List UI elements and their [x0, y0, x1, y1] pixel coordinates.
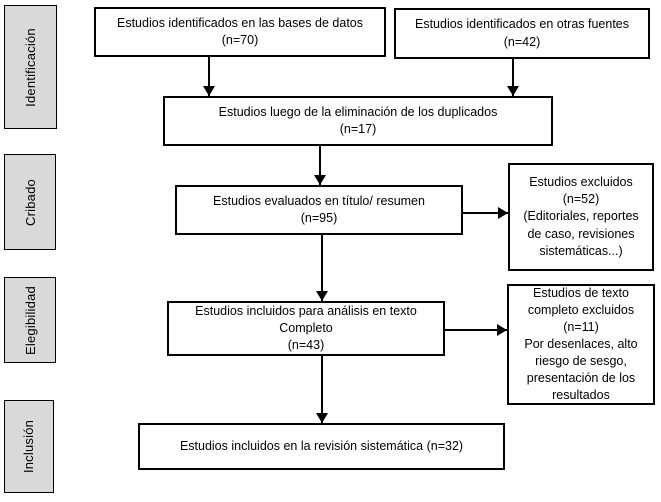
stage-elegibilidad: Elegibilidad: [4, 277, 56, 363]
box-included-review-text: Estudios incluidos en la revisión sistem…: [179, 438, 464, 453]
box-screened-title-abstract: Estudios evaluados en título/ resumen (n…: [175, 185, 463, 235]
stage-identificacion-label: Identificación: [23, 27, 38, 107]
stage-cribado-label: Cribado: [22, 178, 38, 226]
arrow-duplicates-to-screening: [319, 146, 321, 185]
box-screened-title-abstract-text: Estudios evaluados en título/ resumen (n…: [213, 193, 425, 225]
box-identified-other-sources: Estudios identificados en otras fuentes …: [394, 8, 650, 59]
box-identified-other-sources-text: Estudios identificados en otras fuentes …: [414, 17, 630, 49]
arrow-other-sources-to-duplicates: [512, 59, 514, 96]
stage-elegibilidad-label: Elegibilidad: [22, 285, 38, 355]
box-after-duplicate-removal: Estudios luego de la eliminación de los …: [163, 96, 553, 146]
stage-cribado: Cribado: [4, 154, 56, 250]
box-included-review: Estudios incluidos en la revisión sistem…: [138, 423, 505, 470]
box-included-fulltext-analysis: Estudios incluidos para análisis en text…: [167, 301, 445, 356]
arrow-screening-to-fulltext: [321, 235, 323, 301]
box-excluded-fulltext: Estudios de texto completo excluidos (n=…: [507, 284, 655, 405]
arrow-fulltext-to-excluded: [445, 329, 507, 331]
box-excluded-screening-text: Estudios excluidos (n=52) (Editoriales, …: [523, 174, 639, 258]
stage-identificacion: Identificación: [4, 5, 57, 129]
box-excluded-fulltext-text: Estudios de texto completo excluidos (n=…: [524, 286, 638, 402]
box-included-fulltext-analysis-text: Estudios incluidos para análisis en text…: [195, 303, 417, 353]
arrow-fulltext-to-included: [321, 356, 323, 423]
stage-inclusion: Inclusión: [4, 400, 54, 493]
box-identified-databases: Estudios identificados en las bases de d…: [94, 7, 386, 57]
arrow-screening-to-excluded: [463, 212, 508, 214]
box-after-duplicate-removal-text: Estudios luego de la eliminación de los …: [218, 104, 498, 136]
box-excluded-screening: Estudios excluidos (n=52) (Editoriales, …: [508, 163, 654, 271]
stage-inclusion-label: Inclusión: [21, 419, 37, 474]
arrow-databases-to-duplicates: [208, 57, 210, 96]
box-identified-databases-text: Estudios identificados en las bases de d…: [117, 15, 363, 47]
